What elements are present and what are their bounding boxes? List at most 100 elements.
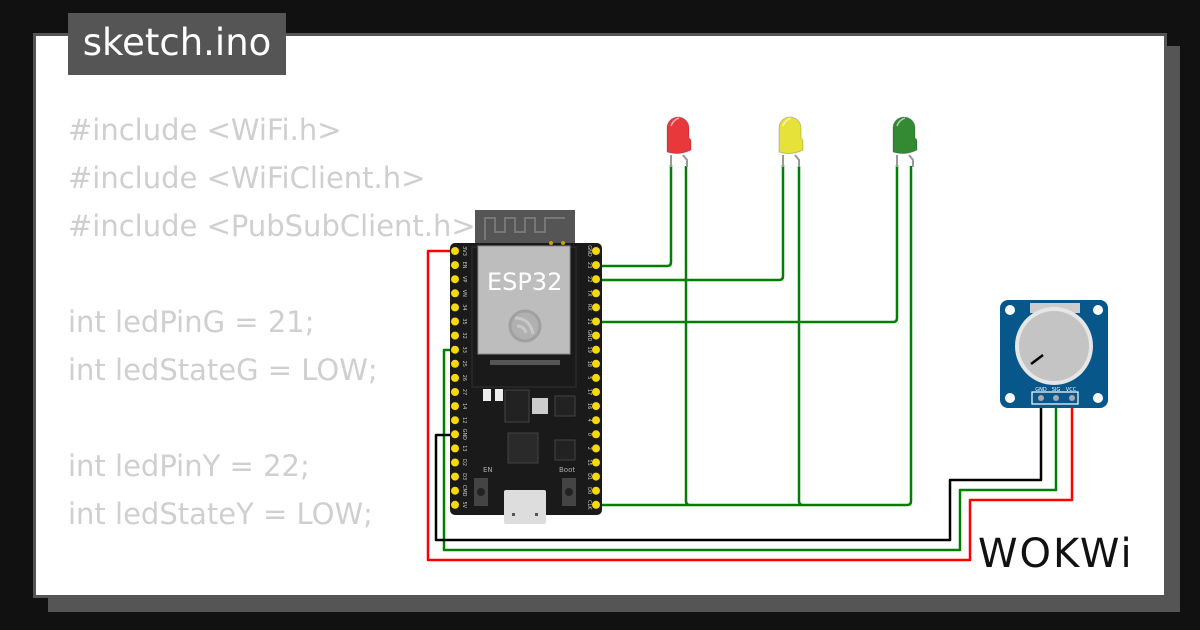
esp32-pin-label: D1 [586,473,592,480]
esp32-pin-label: 5V [461,501,467,508]
esp32-pin-label: 2 [586,447,592,450]
esp32-pin[interactable] [592,261,600,270]
esp32-pin[interactable] [592,402,600,411]
code-line: int ledStateG = LOW; [68,353,378,387]
esp32-pin[interactable] [451,402,459,411]
wire-green-led [596,165,899,324]
esp32-pin[interactable] [592,275,600,284]
esp32-pin[interactable] [592,388,600,396]
esp32-pin[interactable] [451,359,459,368]
esp32-pin[interactable] [592,289,600,298]
esp32-pin[interactable] [592,359,600,368]
esp32-pin-label: 21 [586,318,592,324]
esp32-pin-label: 18 [586,361,592,367]
esp32-pin[interactable] [451,345,459,354]
esp32-pin-label: 19 [586,347,592,353]
esp32-pin-label: 25 [461,361,467,367]
esp32-pin[interactable] [451,388,459,396]
esp32-pin-label: 16 [586,403,592,409]
esp32-pin[interactable] [451,275,459,284]
pin-label-gnd: GND [1035,387,1047,393]
esp32-pin-label: 22 [586,276,592,282]
esp32-pin[interactable] [451,430,459,439]
esp32-pin[interactable] [451,331,459,340]
esp32-pin[interactable] [451,317,459,326]
esp32-pin-label: TX [586,289,592,297]
esp32-pin-label: 3V3 [461,246,467,256]
wire-red-led [596,165,673,268]
esp32-pin[interactable] [592,430,600,439]
esp32-pin-label: RX [586,304,592,311]
esp32-pin[interactable] [592,331,600,340]
esp32-pin[interactable] [451,458,459,467]
en-button-label: EN [483,466,493,474]
esp32-pin[interactable] [592,345,600,354]
esp32-pin-label: VP [461,276,467,282]
file-tab[interactable]: sketch.ino [68,13,286,75]
esp32-pin-label: 5 [586,376,592,379]
esp32-pin[interactable] [451,472,459,481]
esp32-pin-label: 26 [461,375,467,381]
esp32-pin[interactable] [451,289,459,298]
esp32-pin[interactable] [451,416,459,425]
esp32-pin-label: EN [461,262,467,269]
esp32-pin[interactable] [451,261,459,270]
wire-gnd [434,398,1043,542]
wire-yellow-led [596,165,785,282]
knob[interactable] [1019,311,1089,381]
esp32-pin-label: GND [461,429,467,441]
pin-label-vcc: VCC [1066,387,1077,393]
green-led[interactable] [892,116,918,167]
pin-label-sig: SIG [1052,387,1061,393]
esp32-pin[interactable] [592,317,600,326]
esp32-pin-label: 12 [461,417,467,423]
red-led[interactable] [666,116,692,167]
esp32-pin[interactable] [592,416,600,425]
esp32-pin[interactable] [592,444,600,453]
esp32-pin-label: 33 [461,347,467,353]
esp32-pin-label: 35 [461,318,467,324]
code-line: #include <PubSubClient.h> [68,209,476,243]
espressif-logo-icon [508,309,542,343]
code-line: int ledPinY = 22; [68,449,310,483]
esp32-pin[interactable] [451,247,459,255]
esp32-pin-label: D3 [461,473,467,480]
esp32-pin[interactable] [592,247,600,255]
esp32-pin-label: GND [586,245,592,257]
potentiometer[interactable]: GND SIG VCC [1000,300,1108,408]
esp32-pin[interactable] [451,303,459,312]
esp32-pin-label: 14 [461,403,467,409]
esp32-label: ESP32 [487,268,562,296]
esp32-pin[interactable] [592,486,600,495]
usb-port [504,490,546,524]
esp32-pin-label: 23 [586,262,592,268]
esp32-pin-label: 13 [461,445,467,451]
esp32-pin-label: 15 [586,459,592,465]
esp32-pin-label: CLK [586,500,592,510]
wire-led-common [596,166,913,507]
esp32-pin-label: D2 [461,459,467,466]
esp32-board[interactable]: ESP32 EN Boot 3V3ENVPVN34353233252627141… [450,210,602,524]
esp32-pin-label: D0 [586,487,592,494]
esp32-pin-label: 4 [586,419,592,422]
esp32-pin[interactable] [592,458,600,467]
esp32-pin-label: 32 [461,332,467,338]
esp32-pin[interactable] [592,472,600,481]
esp32-pin[interactable] [592,303,600,312]
yellow-led[interactable] [778,116,804,167]
esp32-pin-label: 34 [461,304,467,310]
esp32-pin[interactable] [592,500,600,509]
esp32-pin[interactable] [451,486,459,495]
code-line: #include <WiFi.h> [68,113,342,147]
esp32-pin[interactable] [592,373,600,382]
esp32-pin[interactable] [451,373,459,382]
esp32-pin-label: GND [586,330,592,342]
esp32-pin[interactable] [451,500,459,509]
esp32-pin-label: 17 [586,389,592,395]
code-line: #include <WiFiClient.h> [68,161,426,195]
esp32-pin[interactable] [451,444,459,453]
wire-sig [442,348,1058,552]
esp32-pin-label: 27 [461,389,467,395]
